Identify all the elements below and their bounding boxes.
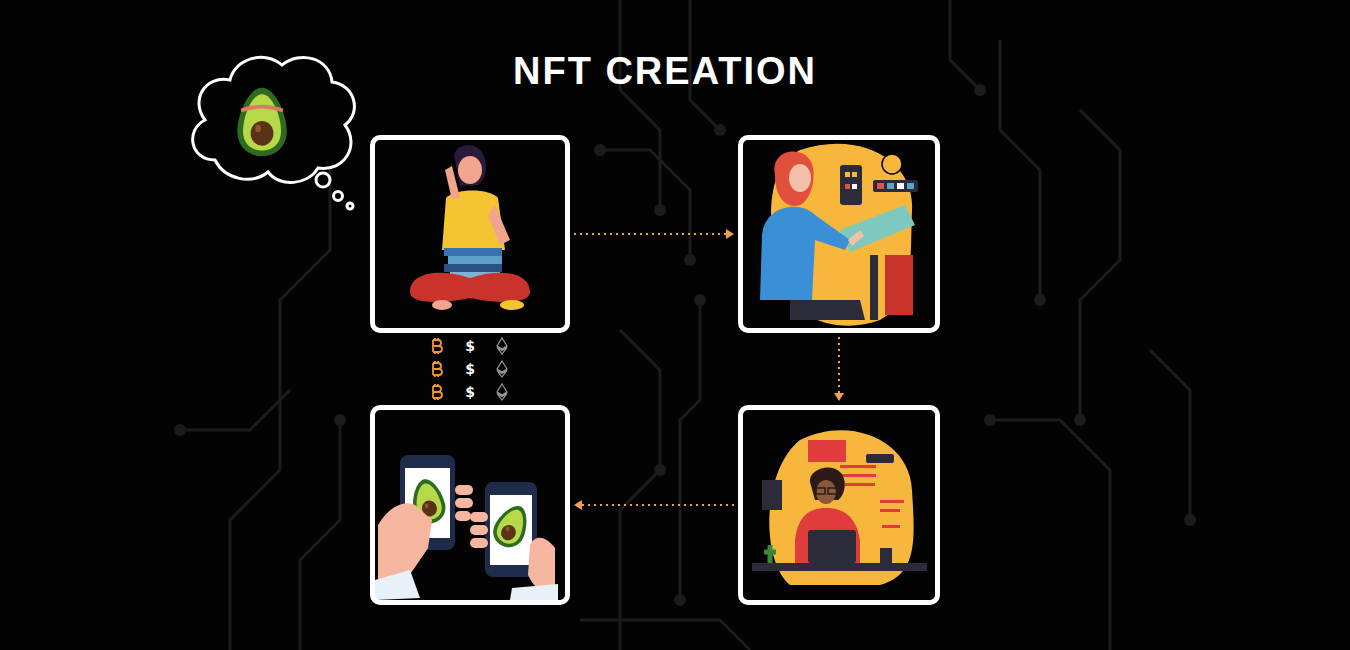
dotted-arrow [574, 500, 734, 510]
bitcoin-icons [433, 338, 442, 400]
developer-laptop [752, 430, 927, 585]
ethereum-icons [497, 338, 507, 400]
currency-symbol: $ [465, 338, 475, 354]
dotted-arrow [834, 337, 844, 401]
step-box [738, 405, 940, 605]
artist-drawing [760, 144, 918, 326]
thought-cloud [193, 57, 355, 209]
phones-trade [375, 455, 558, 600]
thinking-woman [410, 145, 530, 310]
currency-symbol: $ [465, 361, 475, 377]
step-box [370, 405, 570, 605]
dotted-arrow [574, 229, 734, 239]
diagram-title: NFT CREATION [513, 50, 817, 93]
currency-symbol: $ [465, 384, 475, 400]
avocado-idea [237, 88, 286, 156]
step-box [738, 135, 940, 333]
step-box [370, 135, 570, 333]
